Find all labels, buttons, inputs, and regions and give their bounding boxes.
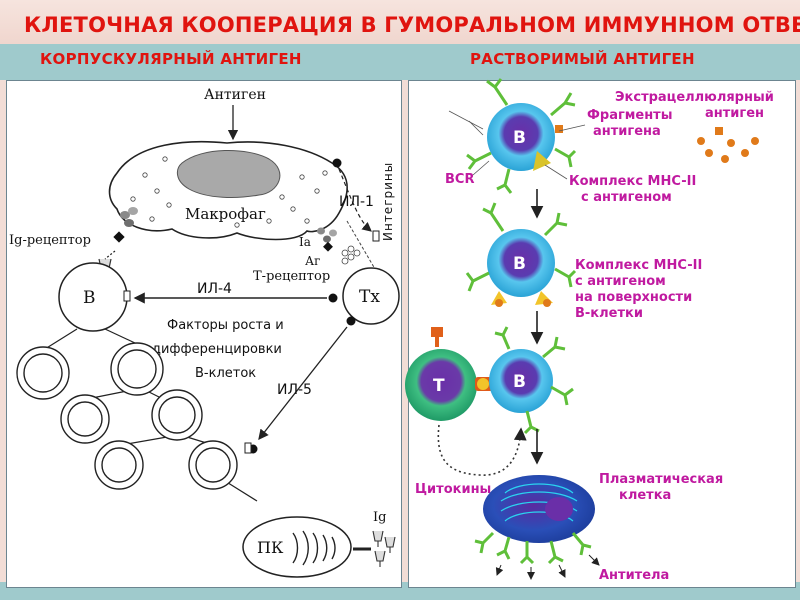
soluble-diagram: Экстрацеллюлярный антиген B Фрагменты ан…	[405, 78, 774, 583]
t-helper-cell	[342, 267, 400, 325]
il1-dot	[332, 158, 342, 168]
extracellular-antigen-particles	[697, 127, 759, 163]
b-cell-2-letter: B	[513, 254, 526, 274]
macrophage-granules	[130, 156, 328, 228]
t-receptor-label: Т-рецептор	[253, 269, 330, 284]
subheading-bar	[0, 44, 800, 80]
t-cell: T	[405, 327, 477, 421]
mhc-surface-label-4: В-клетки	[575, 306, 643, 321]
plasma-cell-right	[483, 475, 595, 543]
antigen-label: Антиген	[204, 87, 266, 103]
title-bar	[0, 0, 800, 44]
macrophage-label: Макрофаг	[185, 205, 266, 223]
antibodies-icon	[474, 531, 592, 565]
extracellular-label-2: антиген	[705, 106, 764, 121]
ag-label: Аг	[305, 254, 320, 268]
antigen-clump-left	[120, 207, 138, 227]
mhc-surface-label-1: Комплекс MHC-II	[575, 258, 702, 273]
antigen-bound	[113, 231, 125, 243]
il5-label: ИЛ-5	[277, 382, 312, 398]
ig-label: Ig	[373, 510, 386, 525]
extracellular-label-1: Экстрацеллюлярный	[615, 90, 774, 105]
left-heading: КОРПУСКУЛЯРНЫЙ АНТИГЕН	[40, 50, 302, 68]
plasma-cell-label: ПК	[257, 538, 284, 557]
t-cell-letter: T	[433, 376, 445, 396]
il5-receptor	[244, 442, 252, 454]
mhc-surface-label-2: с антигеном	[575, 274, 666, 289]
growth-factors-line1: Факторы роста и	[167, 318, 284, 333]
bcr-label: BCR	[445, 172, 474, 187]
corpuscular-diagram: Антиген Макрофаг Ig-рецептор В ИЛ-1 Инте…	[9, 87, 400, 578]
growth-factors-line3: В-клеток	[195, 366, 256, 381]
growth-factors-line2: дифференцировки	[152, 342, 282, 357]
antigen-clump-macrophage	[317, 227, 337, 252]
integrins-label: Интегрины	[381, 162, 395, 241]
ag-complex-icon	[341, 245, 361, 265]
plasma-label-1: Плазматическая	[599, 472, 723, 487]
plasma-label-2: клетка	[619, 488, 671, 503]
b-cell-3-letter: B	[513, 372, 526, 392]
il1-arrow	[338, 168, 372, 232]
right-heading: РАСТВОРИМЫЙ АНТИГЕН	[470, 50, 695, 68]
soluble-antigen-panel: Экстрацеллюлярный антиген B Фрагменты ан…	[405, 78, 796, 588]
macrophage-nucleus	[176, 150, 281, 198]
cytokines-label: Цитокины	[415, 482, 491, 497]
il4-receptor	[123, 290, 131, 302]
daughter-cells-inner	[23, 349, 231, 483]
plasma-cell-er	[292, 530, 336, 566]
mhc-surface-label-3: на поверхности	[575, 290, 692, 305]
antigen-presented	[477, 378, 489, 390]
antibody-arrows	[495, 554, 600, 580]
il4-dot	[328, 293, 338, 303]
page-title: КЛЕТОЧНАЯ КООПЕРАЦИЯ В ГУМОРАЛЬНОМ ИММУН…	[24, 13, 800, 37]
ia-label: Ia	[299, 235, 311, 249]
antibody-icons	[372, 530, 396, 567]
b-cell-3: B	[489, 326, 574, 435]
il4-label: ИЛ-4	[197, 281, 232, 297]
ig-receptor-label: Ig-рецептор	[9, 233, 91, 248]
b-cell-1: B	[466, 78, 577, 194]
corpuscular-antigen-panel: Антиген Макрофаг Ig-рецептор В ИЛ-1 Инте…	[6, 80, 402, 588]
cytokine-arrow	[437, 424, 527, 476]
fragments-label-2: антигена	[593, 124, 661, 139]
antibodies-label: Антитела	[599, 568, 669, 583]
fragments-label-1: Фрагменты	[587, 108, 672, 123]
il1-label: ИЛ-1	[339, 194, 374, 210]
il1-receptor	[372, 230, 380, 242]
il5-dot	[346, 316, 356, 326]
mhc-label-1: Комплекс MHC-II	[569, 174, 696, 189]
b-cell-label: В	[83, 288, 96, 308]
il5-arrow	[258, 326, 348, 441]
b-cell-1-letter: B	[513, 128, 526, 148]
b-cell-2: B	[465, 202, 577, 307]
mhc-label-2: с антигеном	[581, 190, 672, 205]
t-helper-label: Тх	[359, 287, 380, 307]
